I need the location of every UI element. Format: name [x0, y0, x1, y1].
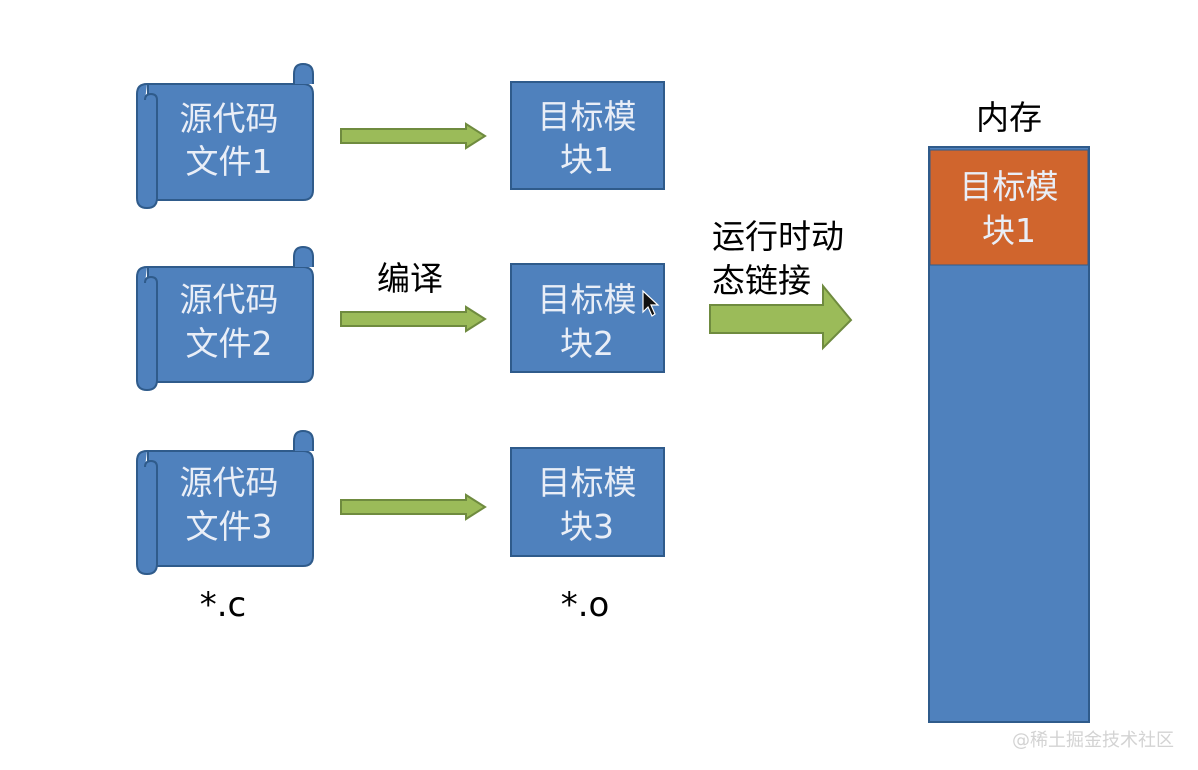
source-file-2-line1: 源代码 — [180, 280, 279, 319]
compile-label: 编译 — [377, 259, 443, 298]
object-module-1-line2: 块1 — [560, 140, 614, 179]
source-file-2-line2: 文件2 — [186, 324, 273, 363]
source-file-3-line1: 源代码 — [180, 463, 279, 502]
source-extension-label: *.c — [200, 585, 247, 625]
mouse-cursor-icon — [642, 289, 660, 317]
compile-arrow-3 — [340, 493, 487, 521]
object-module-1: 目标模 块1 — [510, 81, 665, 190]
object-module-2-line2: 块2 — [560, 324, 614, 363]
compile-arrow-2 — [340, 305, 487, 333]
object-module-2-line1: 目标模 — [538, 280, 637, 319]
object-module-3-line2: 块3 — [560, 507, 614, 546]
source-file-1-line1: 源代码 — [180, 99, 279, 138]
memory-title: 内存 — [976, 98, 1042, 137]
source-file-1-line2: 文件1 — [186, 142, 273, 181]
source-file-1-scroll: 源代码 文件1 — [136, 62, 314, 210]
object-module-2: 目标模 块2 — [510, 263, 665, 373]
object-module-1-line1: 目标模 — [538, 97, 637, 136]
source-file-3-scroll: 源代码 文件3 — [136, 429, 314, 576]
source-file-3-line2: 文件3 — [186, 507, 273, 546]
link-label-line2: 态链接 — [712, 261, 811, 300]
watermark: @稀土掘金技术社区 — [1012, 730, 1174, 751]
object-module-3-line1: 目标模 — [538, 463, 637, 502]
memory-module-line1: 目标模 — [960, 167, 1059, 206]
memory-module-line2: 块1 — [982, 211, 1036, 250]
link-arrow — [709, 283, 853, 351]
source-file-2-scroll: 源代码 文件2 — [136, 245, 314, 392]
object-extension-label: *.o — [561, 585, 610, 625]
compile-arrow-1 — [340, 122, 487, 150]
memory-block: 目标模 块1 — [928, 146, 1090, 723]
object-module-3: 目标模 块3 — [510, 447, 665, 557]
memory-loaded-module — [929, 149, 1089, 266]
link-label-line1: 运行时动 — [712, 217, 844, 256]
